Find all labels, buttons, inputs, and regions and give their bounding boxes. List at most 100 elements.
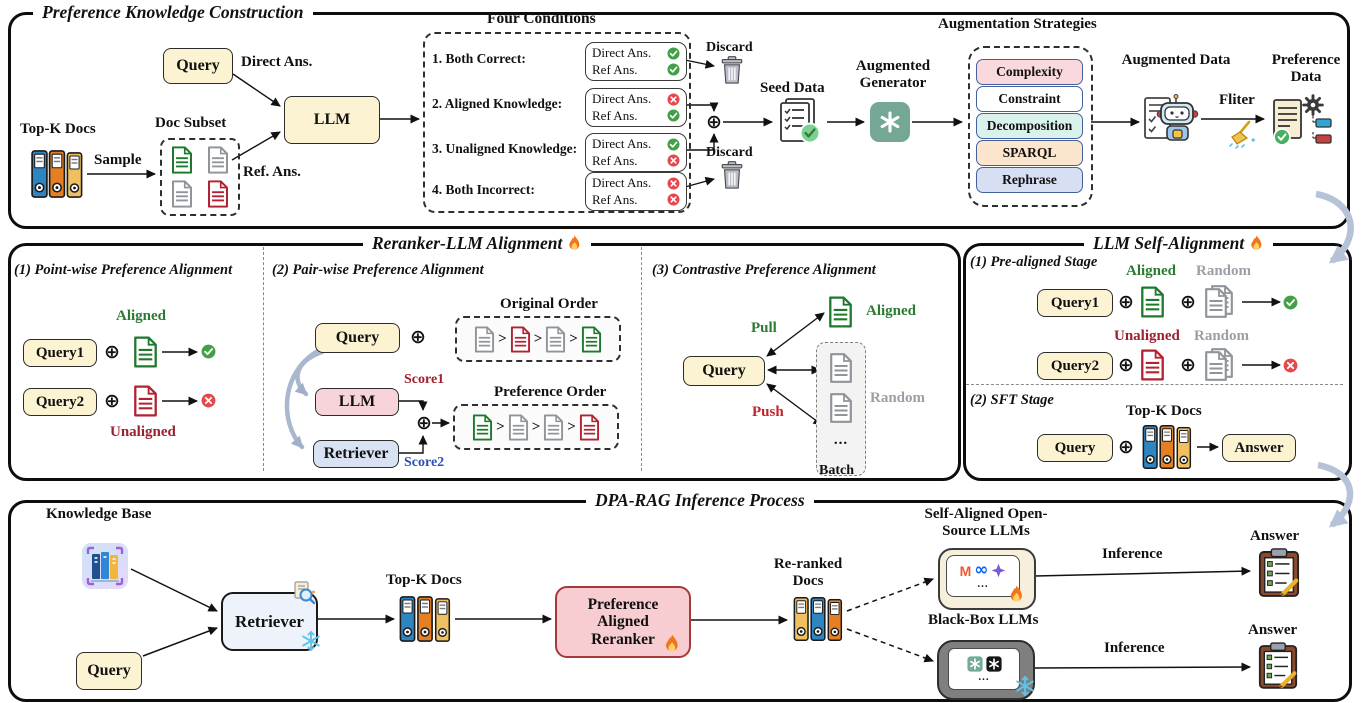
sft-answer-label: Answer	[1234, 439, 1284, 456]
panel-title-inference: DPA-RAG Inference Process	[586, 490, 814, 511]
gt-separator: >	[531, 418, 541, 435]
answer-label-2: Answer	[1248, 622, 1298, 638]
contrastive-aligned-label: Aligned	[866, 303, 917, 319]
doc-icon-green	[472, 414, 493, 441]
doc-icon-red	[510, 326, 531, 353]
condition-4-label: 4. Both Incorrect:	[432, 182, 535, 197]
score1-label: Score1	[404, 372, 445, 387]
answer-clipboard-icon-1	[1258, 548, 1300, 597]
contrastive-query-box: Query	[683, 356, 765, 386]
four-conditions-title: Four Conditions	[487, 10, 596, 27]
strategy-label: Rephrase	[1002, 172, 1057, 187]
topk-docs-label: Top-K Docs	[20, 121, 96, 137]
doc-icon-red	[207, 180, 229, 208]
gt-separator: >	[569, 330, 578, 347]
doc-icon-red	[133, 385, 158, 417]
augmented-data-label: Augmented Data	[1121, 52, 1231, 68]
answer-label-1: Answer	[1250, 528, 1300, 544]
panel-dpa-rag-inference: DPA-RAG Inference Process	[8, 490, 1352, 702]
openai-generator-icon	[870, 102, 910, 142]
batch-box: ...	[816, 342, 866, 476]
section-divider-2	[641, 247, 642, 471]
doc-icon-green	[581, 326, 602, 353]
meta-logo-icon: ∞	[974, 560, 989, 580]
knowledge-base-icon	[82, 543, 128, 589]
cross-icon	[667, 193, 680, 206]
answer-clipboard-icon-2	[1258, 642, 1298, 689]
inference-topk-label: Top-K Docs	[386, 572, 462, 588]
black-box-llms-label: Black-Box LLMs	[928, 612, 1039, 628]
knowledge-base-label: Knowledge Base	[46, 506, 152, 522]
open-source-llms-label: Self-Aligned Open-Source LLMs	[924, 506, 1048, 539]
doc-search-icon	[294, 581, 316, 605]
cross-icon	[1283, 358, 1298, 373]
self-alignment-divider	[966, 384, 1343, 385]
topk-binders-icon-bottom	[399, 596, 451, 642]
doc-icon-gray	[829, 353, 853, 383]
gpt4-logo-icon	[985, 655, 1002, 672]
card-ref-label: Ref Ans.	[592, 62, 638, 77]
pointwise-title: (1) Point-wise Preference Alignment	[14, 262, 233, 278]
preference-data-icon	[1273, 94, 1332, 146]
condition-1-label: 1. Both Correct:	[432, 51, 526, 66]
oplus: ⊕	[1118, 436, 1134, 458]
oplus: ⊕	[1180, 291, 1196, 313]
prealigned-random-label-1: Random	[1196, 263, 1252, 279]
doc-icon-green	[828, 296, 853, 328]
check-icon	[667, 109, 680, 122]
augmentation-strategies-title: Augmentation Strategies	[938, 16, 1097, 32]
condition-1-card: Direct Ans. Ref Ans.	[585, 42, 687, 81]
doc-icon-gray	[545, 326, 566, 353]
doc-icon-green	[171, 146, 193, 174]
doc-stack-icon-gray	[1205, 348, 1233, 381]
contrastive-title: (3) Contrastive Preference Alignment	[652, 262, 876, 278]
strategy-pill-constraint: Constraint	[976, 86, 1083, 112]
broom-icon	[1229, 120, 1256, 149]
construction-llm-label: LLM	[313, 111, 351, 128]
prealigned-aligned-label: Aligned	[1126, 263, 1177, 279]
pairwise-query-box: Query	[315, 323, 400, 353]
merge-oplus: ⊕	[706, 111, 722, 133]
pointwise-query1-box: Query1	[23, 339, 97, 367]
query1-label: Query1	[35, 344, 85, 361]
check-icon	[1283, 295, 1298, 310]
card-direct-label: Direct Ans.	[592, 136, 652, 152]
snowflake-icon	[301, 631, 321, 651]
original-order-box: > > >	[455, 316, 621, 362]
panel-title-reranker-alignment: Reranker-LLM Alignment	[363, 233, 592, 254]
panel-reranker-llm-alignment: Reranker-LLM Alignment	[8, 233, 961, 481]
push-label: Push	[752, 404, 784, 420]
fire-icon	[663, 634, 681, 655]
pointwise-unaligned-label: Unaligned	[110, 424, 176, 440]
doc-icon-gray	[474, 326, 495, 353]
qwen-logo-icon	[992, 563, 1006, 578]
doc-subset-label: Doc Subset	[155, 115, 227, 131]
strategy-label: Complexity	[996, 64, 1063, 79]
reranked-binders-icon	[793, 596, 843, 642]
condition-3-label: 3. Unaligned Knowledge:	[432, 141, 578, 156]
openai-logo-icon	[966, 655, 983, 672]
check-icon	[667, 63, 680, 76]
pairwise-retriever-box: Retriever	[313, 440, 399, 468]
cross-icon	[667, 154, 680, 167]
black-box-logos-box: ...	[948, 648, 1020, 690]
oplus: ⊕	[1118, 291, 1134, 313]
inference-label-2: Inference	[1104, 640, 1165, 656]
filter-label: Fliter	[1219, 92, 1255, 108]
inference-query-label: Query	[87, 662, 131, 679]
contrastive-query-label: Query	[702, 362, 746, 379]
pairwise-query-label: Query	[335, 329, 380, 346]
open-source-logos-box: M ∞ ...	[946, 555, 1020, 597]
card-ref-label: Ref Ans.	[592, 153, 638, 168]
strategy-label: Constraint	[998, 91, 1061, 106]
construction-query-label: Query	[176, 57, 220, 74]
original-order-label: Original Order	[500, 296, 598, 312]
trash-icon-2	[719, 161, 745, 189]
fire-icon	[567, 235, 582, 253]
reranked-docs-label: Re-ranked Docs	[773, 556, 843, 589]
cross-icon	[201, 393, 216, 408]
condition-3-card: Direct Ans. Ref Ans.	[585, 133, 687, 172]
oplus: ⊕	[104, 341, 120, 363]
check-icon	[667, 47, 680, 60]
gt-separator: >	[496, 418, 505, 435]
